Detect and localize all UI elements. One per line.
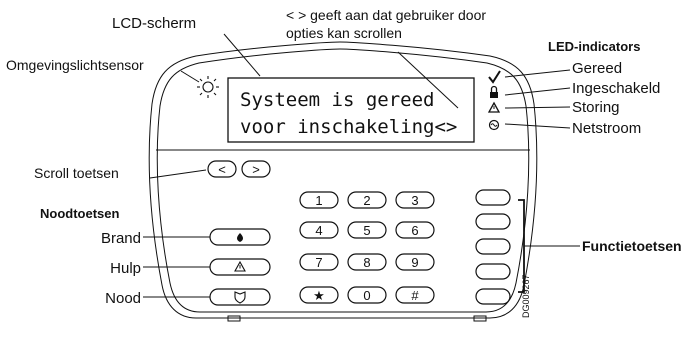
key-4[interactable]: 4 (299, 221, 339, 239)
shield-icon (234, 291, 246, 304)
panic-key[interactable] (209, 288, 271, 306)
function-key-2[interactable] (475, 213, 511, 230)
svg-text:★: ★ (313, 288, 325, 303)
label-panic: Nood (105, 290, 141, 307)
key-0[interactable]: 0 (347, 286, 387, 304)
label-led-ac-power: Netstroom (572, 120, 641, 137)
label-scroll-hint-line2: opties kan scrollen (286, 25, 402, 41)
keypad-outer-outline (148, 41, 538, 319)
lcd-display (227, 77, 475, 143)
label-led-trouble: Storing (572, 99, 620, 116)
function-key-5[interactable] (475, 288, 511, 305)
label-lcd-screen: LCD-scherm (112, 15, 196, 32)
doc-code: DG009267 (521, 274, 531, 318)
svg-text:>: > (252, 162, 260, 177)
keypad-foot-left (227, 315, 241, 322)
label-function-keys: Functietoetsen (582, 238, 682, 254)
key-star[interactable]: ★ (299, 286, 339, 304)
keypad-foot-right (473, 315, 487, 322)
key-hash[interactable]: # (395, 286, 435, 304)
flame-icon (237, 233, 243, 242)
callout-lines (143, 33, 580, 298)
key-5[interactable]: 5 (347, 221, 387, 239)
key-7[interactable]: 7 (299, 253, 339, 271)
function-key-3[interactable] (475, 238, 511, 255)
svg-text:5: 5 (363, 223, 370, 238)
function-keys (475, 189, 511, 305)
svg-text:2: 2 (363, 193, 370, 208)
key-3[interactable]: 3 (395, 191, 435, 209)
label-scroll-keys: Scroll toetsen (34, 165, 119, 181)
svg-text:<: < (218, 162, 226, 177)
keypad-inner-outline (156, 48, 530, 313)
label-led-armed: Ingeschakeld (572, 80, 660, 97)
svg-text:7: 7 (315, 255, 322, 270)
svg-text:1: 1 (315, 193, 322, 208)
label-led-indicators: LED-indicators (548, 39, 640, 54)
sun-icon (197, 76, 219, 98)
label-scroll-hint-line1: < > geeft aan dat gebruiker door (286, 7, 486, 23)
svg-text:3: 3 (411, 193, 418, 208)
label-ambient-sensor: Omgevingslichtsensor (6, 57, 144, 73)
checkmark-icon (488, 70, 501, 84)
key-1[interactable]: 1 (299, 191, 339, 209)
key-2[interactable]: 2 (347, 191, 387, 209)
label-led-ready: Gereed (572, 60, 622, 77)
fire-key[interactable] (209, 228, 271, 246)
svg-text:#: # (411, 288, 419, 303)
svg-text:8: 8 (363, 255, 370, 270)
key-6[interactable]: 6 (395, 221, 435, 239)
lcd-line-2: voor inschakeling<> (240, 116, 457, 138)
svg-text:9: 9 (411, 255, 418, 270)
ac-power-icon (488, 119, 500, 131)
key-8[interactable]: 8 (347, 253, 387, 271)
svg-text:0: 0 (363, 288, 370, 303)
scroll-right-key[interactable]: > (241, 160, 271, 178)
lcd-line-1: Systeem is gereed (240, 89, 434, 111)
label-aux: Hulp (110, 260, 141, 277)
function-key-4[interactable] (475, 263, 511, 280)
svg-text:6: 6 (411, 223, 418, 238)
svg-text:4: 4 (315, 223, 322, 238)
label-emergency-keys: Noodtoetsen (40, 206, 120, 221)
key-9[interactable]: 9 (395, 253, 435, 271)
warning-triangle-icon (487, 101, 501, 113)
function-key-1[interactable] (475, 189, 511, 206)
aux-key[interactable] (209, 258, 271, 276)
label-fire: Brand (101, 230, 141, 247)
lock-icon (490, 85, 498, 98)
scroll-left-key[interactable]: < (207, 160, 237, 178)
numeric-keypad: 1 2 3 4 5 6 7 8 9 ★ 0 # (299, 191, 435, 304)
